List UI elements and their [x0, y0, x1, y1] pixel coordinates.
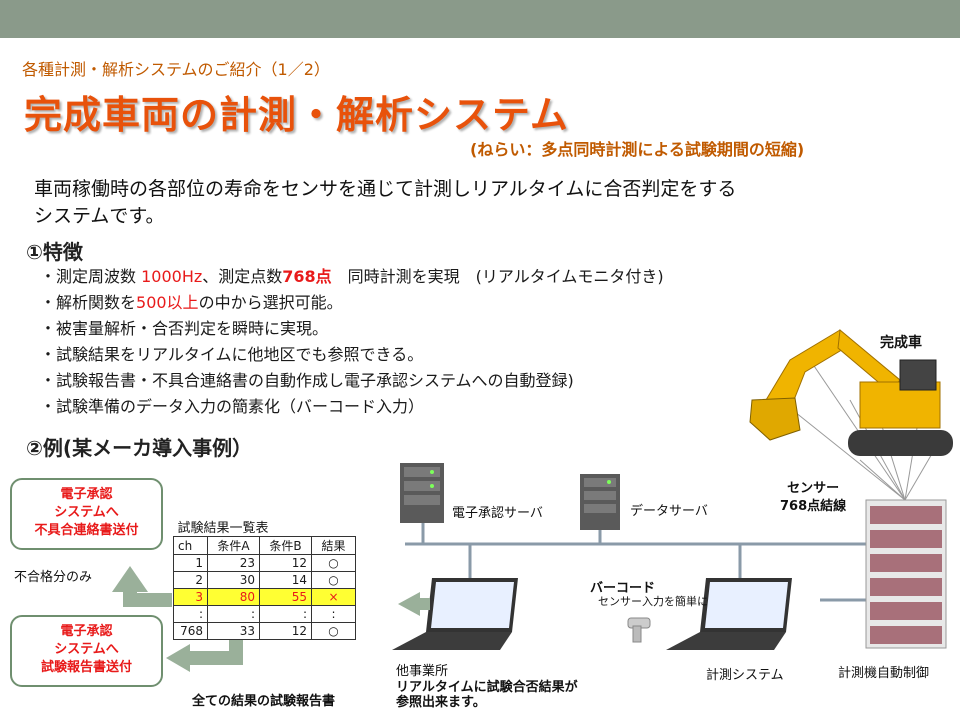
cell: :: [311, 605, 356, 623]
feature-item: ・被害量解析・合否判定を瞬時に実現。: [40, 319, 329, 338]
box-line: 電子承認: [60, 487, 113, 502]
measure-system-label: 計測システム: [706, 668, 784, 683]
box-line: システムへ: [54, 505, 119, 520]
feature-item: ・試験報告書・不具合連絡書の自動作成し電子承認システムへの自動登録): [40, 371, 574, 390]
laptop-icon: [392, 578, 518, 650]
col-header: 結果: [311, 536, 356, 555]
approval-server-label: 電子承認サーバ: [452, 506, 543, 521]
slide-title: 完成車両の計測・解析システム: [24, 93, 569, 137]
results-table: 試験結果一覧表 ch 条件A 条件B 結果 1 23 12 ○ 2 30 14 …: [173, 517, 356, 640]
approval-server-icon: [400, 463, 444, 523]
feature-item: ・解析関数を500以上の中から選択可能。: [40, 290, 664, 316]
note-line: リアルタイムに試験合否結果が: [396, 680, 578, 695]
other-site-label: 他事業所: [396, 664, 449, 679]
slide-subtitle: 各種計測・解析システムのご紹介（1／2）: [22, 60, 330, 79]
approval-box-defect: 電子承認 システムへ 不具合連絡書送付: [10, 478, 163, 550]
table-row-highlight: 3 80 55 ×: [173, 588, 356, 606]
cell: 12: [259, 554, 312, 572]
feature-item: ・試験結果をリアルタイムに他地区でも参照できる。: [40, 345, 424, 364]
barcode-note: センサー入力を簡単に: [598, 595, 708, 608]
sensor-line: 768点結線: [780, 499, 847, 514]
features-list: ・測定周波数 1000Hz、測定点数768点 同時計測を実現 (リアルタイムモニ…: [40, 264, 664, 420]
vehicle-label: 完成車: [880, 335, 922, 351]
cell: 1: [173, 554, 208, 572]
laptop-icon: [666, 578, 792, 650]
cell: 14: [259, 571, 312, 589]
cell: 768: [173, 622, 208, 640]
table-row: 768 33 12 ○: [173, 622, 356, 640]
table-row: : : : :: [173, 605, 356, 623]
table-header-row: ch 条件A 条件B 結果: [173, 536, 356, 555]
box-line: 試験報告書送付: [40, 660, 132, 675]
cell: ×: [311, 588, 356, 606]
cell: 33: [207, 622, 260, 640]
function-count: 500以上: [136, 293, 199, 312]
feature-text: ・測定周波数: [40, 267, 142, 286]
feature-text: 同時計測を実現 (リアルタイムモニタ付き): [331, 267, 664, 286]
cell: :: [207, 605, 260, 623]
top-band: [0, 0, 960, 38]
cell: 80: [207, 588, 260, 606]
feature-item: ・測定周波数 1000Hz、測定点数768点 同時計測を実現 (リアルタイムモニ…: [40, 264, 664, 290]
cell: 2: [173, 571, 208, 589]
frequency-value: 1000Hz: [141, 267, 203, 286]
col-header: 条件B: [259, 536, 312, 555]
box-line: システムへ: [54, 642, 119, 657]
example-heading: ②例(某メーカ導入事例）: [26, 436, 253, 460]
note-line: 参照出来ます。: [396, 695, 486, 710]
flow-arrows: [112, 566, 430, 672]
feature-text: ・解析関数を: [40, 293, 137, 312]
cell: :: [173, 605, 208, 623]
intro-line-1: 車両稼働時の各部位の寿命をセンサを通じて計測しリアルタイムに合否判定をする: [34, 178, 737, 200]
data-server-icon: [580, 474, 620, 530]
cell: ○: [311, 554, 356, 572]
table-caption: 試験結果一覧表: [173, 517, 356, 537]
intro-text: 車両稼働時の各部位の寿命をセンサを通じて計測しリアルタイムに合否判定をする シス…: [34, 176, 894, 230]
box-line: 不具合連絡書送付: [34, 523, 139, 538]
features-heading: ①特徴: [26, 240, 83, 264]
box-line: 電子承認: [60, 624, 113, 639]
all-results-label: 全ての結果の試験報告書: [192, 694, 336, 709]
cell: ○: [311, 622, 356, 640]
barcode-label: バーコード: [590, 581, 656, 596]
cell: 12: [259, 622, 312, 640]
feature-text: の中から選択可能。: [198, 293, 343, 312]
table-row: 2 30 14 ○: [173, 571, 356, 589]
sensor-label: センサー 768点結線: [780, 480, 846, 516]
auto-control-label: 計測機自動制御: [838, 666, 930, 681]
table-row: 1 23 12 ○: [173, 554, 356, 572]
excavator-icon: [749, 329, 953, 456]
data-server-label: データサーバ: [630, 504, 708, 519]
feature-item: ・試験準備のデータ入力の簡素化（バーコード入力）: [40, 397, 425, 416]
col-header: ch: [173, 536, 208, 555]
cell: :: [259, 605, 312, 623]
approval-box-report: 電子承認 システムへ 試験報告書送付: [10, 615, 163, 687]
barcode-scanner-icon: [627, 617, 651, 643]
aim-note: (ねらい：多点同時計測による試験期間の短縮): [470, 140, 805, 159]
col-header: 条件A: [207, 536, 260, 555]
points-value: 768点: [282, 267, 332, 286]
fail-only-label: 不合格分のみ: [14, 570, 93, 585]
cell: 23: [207, 554, 260, 572]
measurement-rack-icon: [865, 499, 947, 649]
sensor-line: センサー: [787, 481, 840, 496]
cell: 30: [207, 571, 260, 589]
feature-text: 、測定点数: [202, 267, 283, 286]
cell: 55: [259, 588, 312, 606]
intro-line-2: システムです。: [34, 205, 165, 227]
cell: 3: [173, 588, 208, 606]
realtime-note: リアルタイムに試験合否結果が 参照出来ます。: [396, 680, 578, 710]
cell: ○: [311, 571, 356, 589]
